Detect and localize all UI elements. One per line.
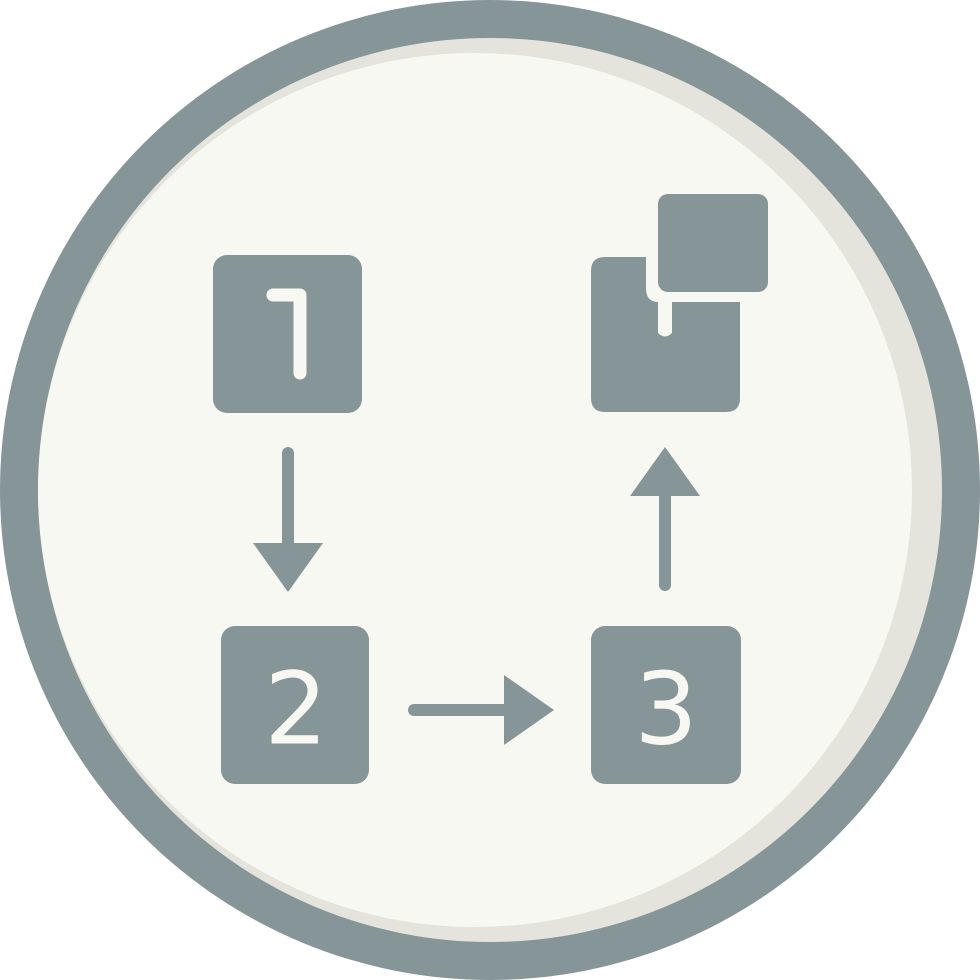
step-2-label: 2 — [264, 651, 328, 768]
digit-1-glyph — [266, 288, 307, 380]
layered-squares-icon — [591, 194, 768, 412]
arrow-right-icon — [408, 675, 554, 745]
face — [38, 53, 912, 927]
arrow-up-icon — [630, 447, 700, 591]
arrow-down-icon — [253, 447, 323, 592]
step-1-box: 1 — [213, 255, 362, 413]
step-3-box: 3 — [591, 626, 741, 784]
step-2-box: 2 — [221, 626, 369, 784]
step-3-label: 3 — [634, 651, 698, 768]
